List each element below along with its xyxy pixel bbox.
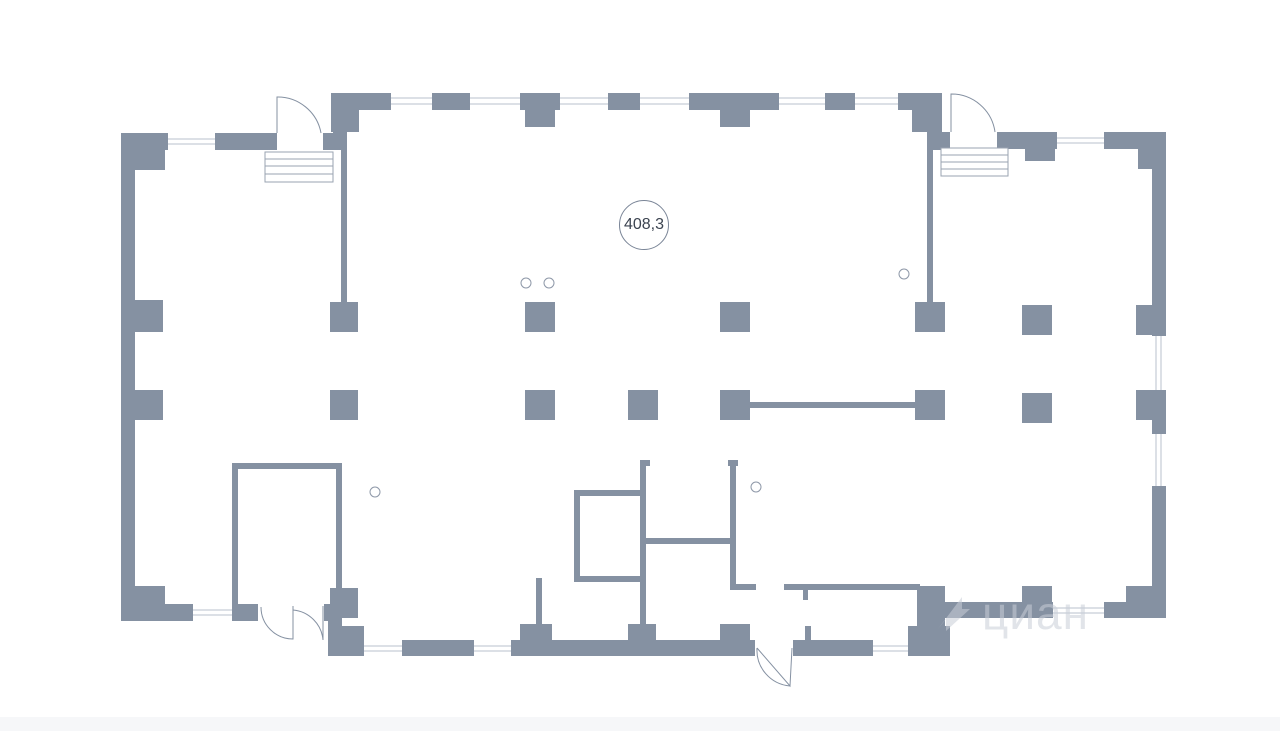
- footer-band: [0, 717, 1280, 731]
- outer-walls: [121, 93, 1166, 656]
- risers: [369, 268, 910, 498]
- columns: [330, 302, 1052, 423]
- total-area-label: 408,3: [619, 200, 669, 250]
- watermark-text: циан: [982, 587, 1090, 639]
- stairs: [264, 147, 1009, 183]
- windows: [168, 97, 1162, 652]
- partitions: [232, 402, 920, 632]
- doors: [260, 93, 996, 688]
- cian-logo-icon: [938, 597, 970, 631]
- watermark: циан: [932, 586, 1089, 640]
